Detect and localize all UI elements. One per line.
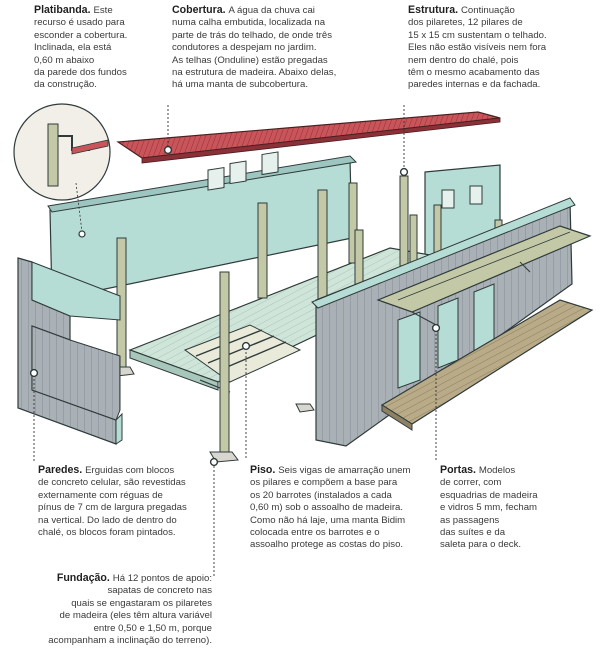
caption-cobertura-line: na estrutura de madeira. Abaixo delas, <box>172 67 337 79</box>
caption-cobertura-line: A água da chuva cai <box>228 5 315 16</box>
caption-platibanda-line: Este <box>93 5 113 16</box>
caption-piso-line: assoalho protege as costas do piso. <box>250 539 404 551</box>
caption-platibanda-line: da parede dos fundos <box>34 67 127 79</box>
caption-platibanda-line: Inclinada, ela está <box>34 42 112 54</box>
caption-fundacao-line: Há 12 pontos de apoio: <box>112 573 212 584</box>
caption-estrutura: Estrutura. Continuação dos pilaretes, 12… <box>408 4 598 92</box>
caption-fundacao-line: sapatas de concreto nas <box>107 585 212 597</box>
caption-portas-title: Portas. <box>440 464 479 476</box>
caption-piso: Piso. Seis vigas de amarração unem os pi… <box>250 464 430 552</box>
caption-piso-line: colocada entre os barrotes e o <box>250 527 380 539</box>
caption-platibanda-line: esconder a cobertura. <box>34 29 128 41</box>
caption-cobertura: Cobertura. A água da chuva cai numa calh… <box>172 4 382 92</box>
caption-estrutura-line: Eles não estão visíveis nem fora <box>408 42 547 54</box>
caption-platibanda-line: da construção. <box>34 79 97 91</box>
caption-fundacao-line: acompanham a inclinação do terreno). <box>48 635 212 647</box>
caption-piso-title: Piso. <box>250 464 279 476</box>
caption-cobertura-line: numa calha embutida, localizada na <box>172 17 326 29</box>
caption-estrutura-line: nem dentro do chalé, pois <box>408 54 519 66</box>
caption-portas-line: saleta para o deck. <box>440 539 522 551</box>
caption-estrutura-title: Estrutura. <box>408 4 461 16</box>
roof-panel <box>116 111 501 164</box>
caption-portas-line: as passagens <box>440 514 500 526</box>
left-wall-gray <box>17 257 123 445</box>
caption-fundacao-line: entre 0,50 e 1,50 m, porque <box>93 622 212 634</box>
deck <box>380 299 594 431</box>
caption-platibanda: Platibanda. Este recurso é usado para es… <box>34 4 154 92</box>
caption-paredes-title: Paredes. <box>38 464 86 476</box>
caption-estrutura-line: 15 x 15 cm sustentam o telhado. <box>408 29 547 41</box>
leader-lines <box>33 105 437 578</box>
caption-cobertura-title: Cobertura. <box>172 4 229 16</box>
caption-platibanda-title: Platibanda. <box>34 4 94 16</box>
caption-paredes-line: de concreto celular, são revestidas <box>38 477 186 489</box>
caption-estrutura-line: têm o mesmo acabamento das <box>408 67 540 79</box>
caption-cobertura-line: há uma manta de subcobertura. <box>172 79 308 91</box>
caption-portas-line: e vidros 5 mm, fecham <box>440 502 538 514</box>
caption-paredes-line: Erguidas com blocos <box>85 465 175 476</box>
caption-platibanda-line: 0,60 m abaixo <box>34 54 95 66</box>
caption-fundacao: Fundação. Há 12 pontos de apoio: sapatas… <box>24 572 212 647</box>
caption-portas-line: das suítes e da <box>440 527 506 539</box>
caption-paredes-line: pínus de 7 cm de largura pregadas <box>38 502 187 514</box>
caption-portas-line: de correr, com <box>440 477 502 489</box>
caption-estrutura-line: paredes internas e da fachada. <box>408 79 541 91</box>
platibanda-detail-inset <box>13 103 111 238</box>
caption-piso-line: os 20 barrotes (instalados a cada <box>250 489 392 501</box>
caption-piso-line: 0,60 m) sob o assoalho de madeira. <box>250 502 404 514</box>
deck-canopy <box>376 225 592 327</box>
caption-paredes-line: chalé, os blocos foram pintados. <box>38 527 176 539</box>
caption-fundacao-line: quais se engastaram os pilaretes <box>71 597 212 609</box>
caption-piso-line: os pilares e compõem a base para <box>250 477 398 489</box>
caption-paredes-line: na vertical. Do lado de dentro do <box>38 514 177 526</box>
caption-portas: Portas. Modelos de correr, com esquadria… <box>440 464 590 552</box>
caption-cobertura-line: As telhas (Onduline) estão pregadas <box>172 54 328 66</box>
caption-portas-line: esquadrias de madeira <box>440 489 538 501</box>
caption-cobertura-line: condutores a despejam no jardim. <box>172 42 317 54</box>
caption-paredes: Paredes. Erguidas com blocos de concreto… <box>38 464 218 539</box>
caption-cobertura-line: parte de trás do telhado, de onde três <box>172 29 333 41</box>
caption-portas-line: Modelos <box>478 465 516 476</box>
caption-estrutura-line: Continuação <box>460 5 515 16</box>
caption-piso-line: Seis vigas de amarração unem <box>278 465 411 476</box>
caption-estrutura-line: dos pilaretes, 12 pilares de <box>408 17 523 29</box>
caption-paredes-line: externamente com réguas de <box>38 489 163 501</box>
caption-fundacao-title: Fundação. <box>56 572 113 584</box>
caption-fundacao-line: de madeira (eles têm altura variável <box>59 610 212 622</box>
leader-markers <box>29 145 441 467</box>
caption-piso-line: Como não há laje, uma manta Bidim <box>250 514 406 526</box>
caption-platibanda-line: recurso é usado para <box>34 17 125 29</box>
